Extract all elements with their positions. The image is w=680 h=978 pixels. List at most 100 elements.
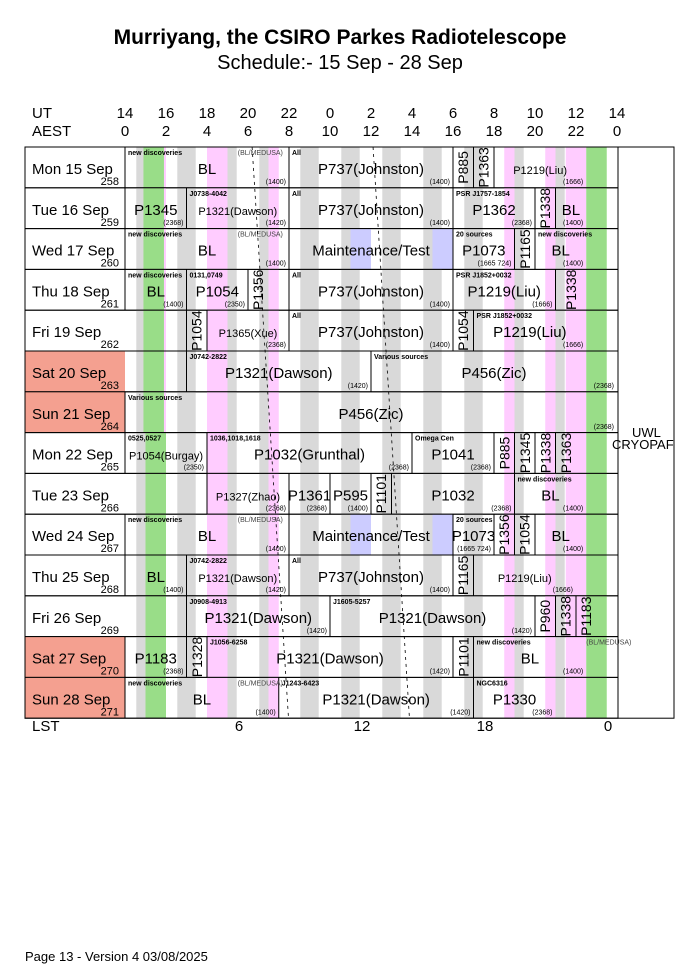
project-code-vertical: P1165 [517,229,533,269]
green-column [586,147,607,188]
project-label: P1361 [288,487,331,504]
project-label: P1321(Dawson) [204,610,312,627]
block-frequency: (1666) [553,587,573,594]
aest-tick-label: 8 [284,123,294,140]
pink-column [504,310,515,351]
block-frequency: (1400) [430,587,450,594]
project-label: Maintenance/Test [312,528,430,545]
time-stripe [341,473,360,515]
block-frequency: (1400) [266,179,286,186]
green-column [145,595,166,637]
pink-column [565,228,587,270]
project-label: BL [147,283,165,300]
block-frequency: (2368) [512,220,532,227]
ut-axis-label: UT [32,105,52,122]
pink-column [504,514,515,555]
pink-column [565,473,587,515]
time-stripe [341,351,360,392]
page-footer: Page 13 - Version 4 03/08/2025 [25,949,208,964]
day-label: Tue 16 Sep [32,202,109,219]
block-source-label: new discoveries [128,150,182,157]
project-label: BL [198,528,216,545]
project-label: P737(Johnston) [318,324,424,341]
project-label: P1032 [431,487,474,504]
block-source-label: J0742-2822 [190,354,227,361]
aest-tick-label: 22 [567,123,585,140]
block-frequency: (1400) [430,342,450,349]
time-stripe [382,391,401,433]
pink-column [504,228,515,270]
pink-column [504,636,515,678]
time-stripe [300,677,319,719]
time-stripe [382,228,401,270]
project-label: P1073 [452,528,495,545]
aest-tick-label: 4 [202,123,212,140]
block-frequency: (1400) [563,546,583,553]
project-code-vertical: P1338 [563,269,579,310]
project-label: BL [562,202,580,219]
time-stripe [341,636,360,678]
pink-column [207,636,228,678]
green-column [145,514,166,555]
green-column [586,351,607,392]
project-label: P456(Zic) [461,365,526,382]
time-stripe [423,187,442,229]
project-code-vertical: P1363 [558,433,574,474]
block-source-label: 0525,0527 [128,436,161,443]
time-stripe [382,514,401,555]
block-source-label: new discoveries [477,640,531,647]
pink-column [268,677,279,719]
pink-column [545,310,556,351]
time-stripe [177,432,196,474]
green-column [143,228,164,270]
time-stripe [423,310,442,351]
green-column [145,432,166,474]
project-label: BL [521,651,539,668]
day-label: Sun 28 Sep [32,691,110,708]
green-column [586,636,607,678]
project-code-vertical: P1328 [189,637,205,678]
green-column [143,351,164,392]
pink-column [504,187,515,229]
block-frequency: (1400) [430,220,450,227]
pink-column [565,391,587,433]
block-source-label: PSR J1852+0032 [456,272,512,279]
pink-column [207,432,228,474]
pink-column [504,269,515,311]
block-frequency: (1400) [163,301,183,308]
block-source-label: J0738-4042 [190,191,227,198]
block-frequency: (2368) [163,669,183,676]
aest-tick-label: 14 [403,123,421,140]
weekend-label-bg [25,351,125,392]
block-frequency: (1666) [563,179,583,186]
pink-column [504,677,515,719]
ut-tick-label: 8 [489,105,499,122]
green-column [586,269,607,311]
block-frequency: (1400) [563,669,583,676]
project-code-vertical: P1338 [558,596,574,637]
green-column [145,677,166,719]
ut-tick-label: 20 [239,105,257,122]
time-stripe [300,514,319,555]
day-label: Mon 15 Sep [32,161,113,178]
project-label: BL [193,691,211,708]
block-frequency: (2368) [471,465,491,472]
time-stripe [382,351,401,392]
project-label: P1219(Liu) [498,573,552,585]
time-stripe [423,473,442,515]
green-column [586,595,607,637]
block-source-label: new discoveries [128,680,182,687]
project-label: P1345 [134,202,177,219]
maintenance-column [432,514,453,555]
ut-tick-label: 14 [116,105,134,122]
project-code-vertical: P1338 [537,188,553,229]
block-source-label: 20 sources [456,232,493,239]
block-source-label: J0742-2822 [190,558,227,565]
pink-column [268,269,279,311]
lst-tick-label: 0 [603,718,613,735]
block-frequency: (2368) [266,505,286,512]
pink-column [207,351,228,392]
block-source-label: J1605-5257 [333,599,370,606]
day-of-year: 263 [101,380,119,392]
project-label: P1321(Dawson) [225,365,333,382]
